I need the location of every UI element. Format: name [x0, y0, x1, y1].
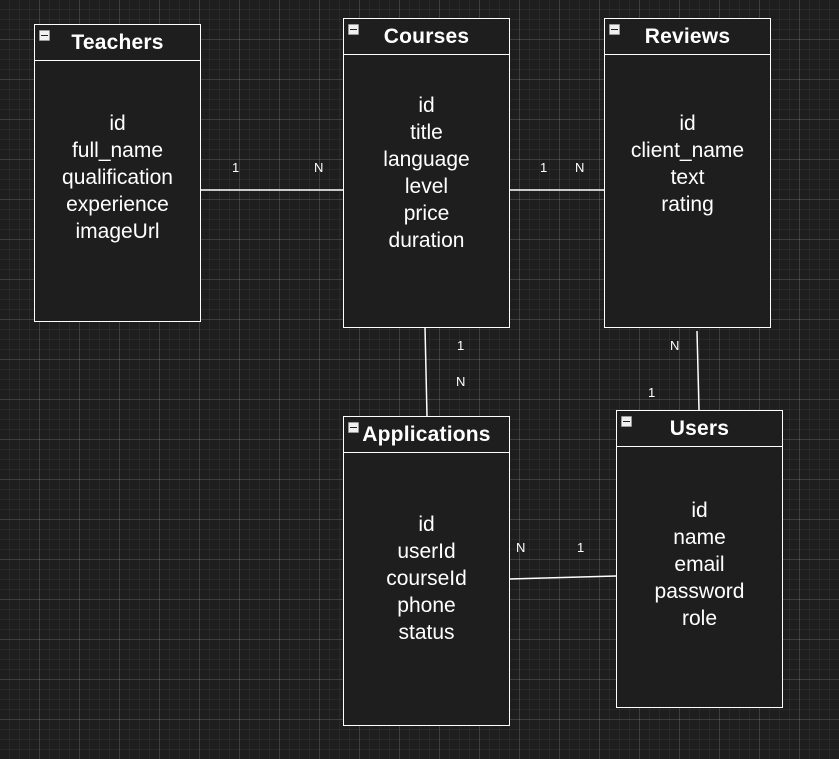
- field-duration: duration: [388, 229, 465, 252]
- field-image-url: imageUrl: [75, 219, 160, 243]
- field-experience: experience: [66, 192, 169, 216]
- entity-header-teachers[interactable]: Teachers: [35, 25, 200, 61]
- field-rating: rating: [661, 193, 714, 216]
- cardinality-courses-reviews-to: N: [575, 160, 585, 175]
- entity-title-courses: Courses: [383, 24, 470, 48]
- relationship-line-reviews-users: [696, 330, 700, 411]
- field-id: id: [679, 112, 696, 135]
- entity-title-teachers: Teachers: [71, 30, 164, 54]
- field-id: id: [418, 94, 435, 117]
- field-qualification: qualification: [62, 165, 173, 189]
- cardinality-courses-reviews-from: 1: [540, 160, 548, 175]
- field-course-id: courseId: [386, 566, 467, 590]
- cardinality-courses-applications-from: 1: [457, 338, 465, 353]
- entity-header-reviews[interactable]: Reviews: [605, 19, 770, 55]
- entity-teachers[interactable]: Teachers id full_name qualification expe…: [34, 24, 201, 322]
- collapse-icon[interactable]: [39, 30, 50, 41]
- field-status: status: [398, 620, 455, 644]
- field-id: id: [109, 111, 126, 135]
- cardinality-teachers-courses-from: 1: [232, 160, 240, 175]
- entity-courses[interactable]: Courses id title language level price du…: [343, 18, 510, 328]
- entity-header-courses[interactable]: Courses: [344, 19, 509, 55]
- collapse-icon[interactable]: [621, 416, 632, 427]
- cardinality-courses-applications-to: N: [456, 374, 466, 389]
- cardinality-reviews-users-from: N: [670, 338, 680, 353]
- cardinality-reviews-users-to: 1: [648, 385, 656, 400]
- entity-title-applications: Applications: [362, 422, 491, 446]
- field-client-name: client_name: [630, 139, 745, 162]
- field-name: name: [673, 525, 726, 549]
- entity-title-users: Users: [669, 416, 730, 440]
- cardinality-applications-users-to: 1: [577, 540, 585, 555]
- collapse-icon[interactable]: [609, 24, 620, 35]
- field-password: password: [654, 579, 745, 603]
- cardinality-teachers-courses-to: N: [314, 160, 324, 175]
- relationship-line-applications-users: [508, 575, 617, 580]
- field-price: price: [403, 202, 450, 225]
- entity-header-applications[interactable]: Applications: [344, 417, 509, 453]
- entity-users[interactable]: Users id name email password role: [616, 410, 783, 708]
- entity-applications[interactable]: Applications id userId courseId phone st…: [343, 416, 510, 726]
- field-title: title: [410, 121, 443, 144]
- field-text: text: [670, 166, 705, 189]
- field-user-id: userId: [397, 539, 456, 563]
- collapse-icon[interactable]: [348, 422, 359, 433]
- entity-fields-applications: id userId courseId phone status: [344, 453, 509, 725]
- field-email: email: [674, 552, 725, 576]
- entity-header-users[interactable]: Users: [617, 411, 782, 447]
- entity-fields-teachers: id full_name qualification experience im…: [35, 61, 200, 321]
- field-id: id: [691, 498, 708, 522]
- field-level: level: [404, 175, 449, 198]
- entity-title-reviews: Reviews: [644, 24, 731, 48]
- field-full-name: full_name: [71, 138, 164, 162]
- field-language: language: [383, 148, 470, 171]
- collapse-icon[interactable]: [348, 24, 359, 35]
- entity-reviews[interactable]: Reviews id client_name text rating: [604, 18, 771, 328]
- entity-fields-courses: id title language level price duration: [344, 55, 509, 327]
- entity-fields-users: id name email password role: [617, 447, 782, 707]
- field-phone: phone: [397, 593, 456, 617]
- relationship-line-courses-applications: [424, 326, 428, 417]
- field-role: role: [681, 606, 718, 630]
- cardinality-applications-users-from: N: [516, 540, 526, 555]
- entity-fields-reviews: id client_name text rating: [605, 55, 770, 327]
- field-id: id: [418, 512, 435, 536]
